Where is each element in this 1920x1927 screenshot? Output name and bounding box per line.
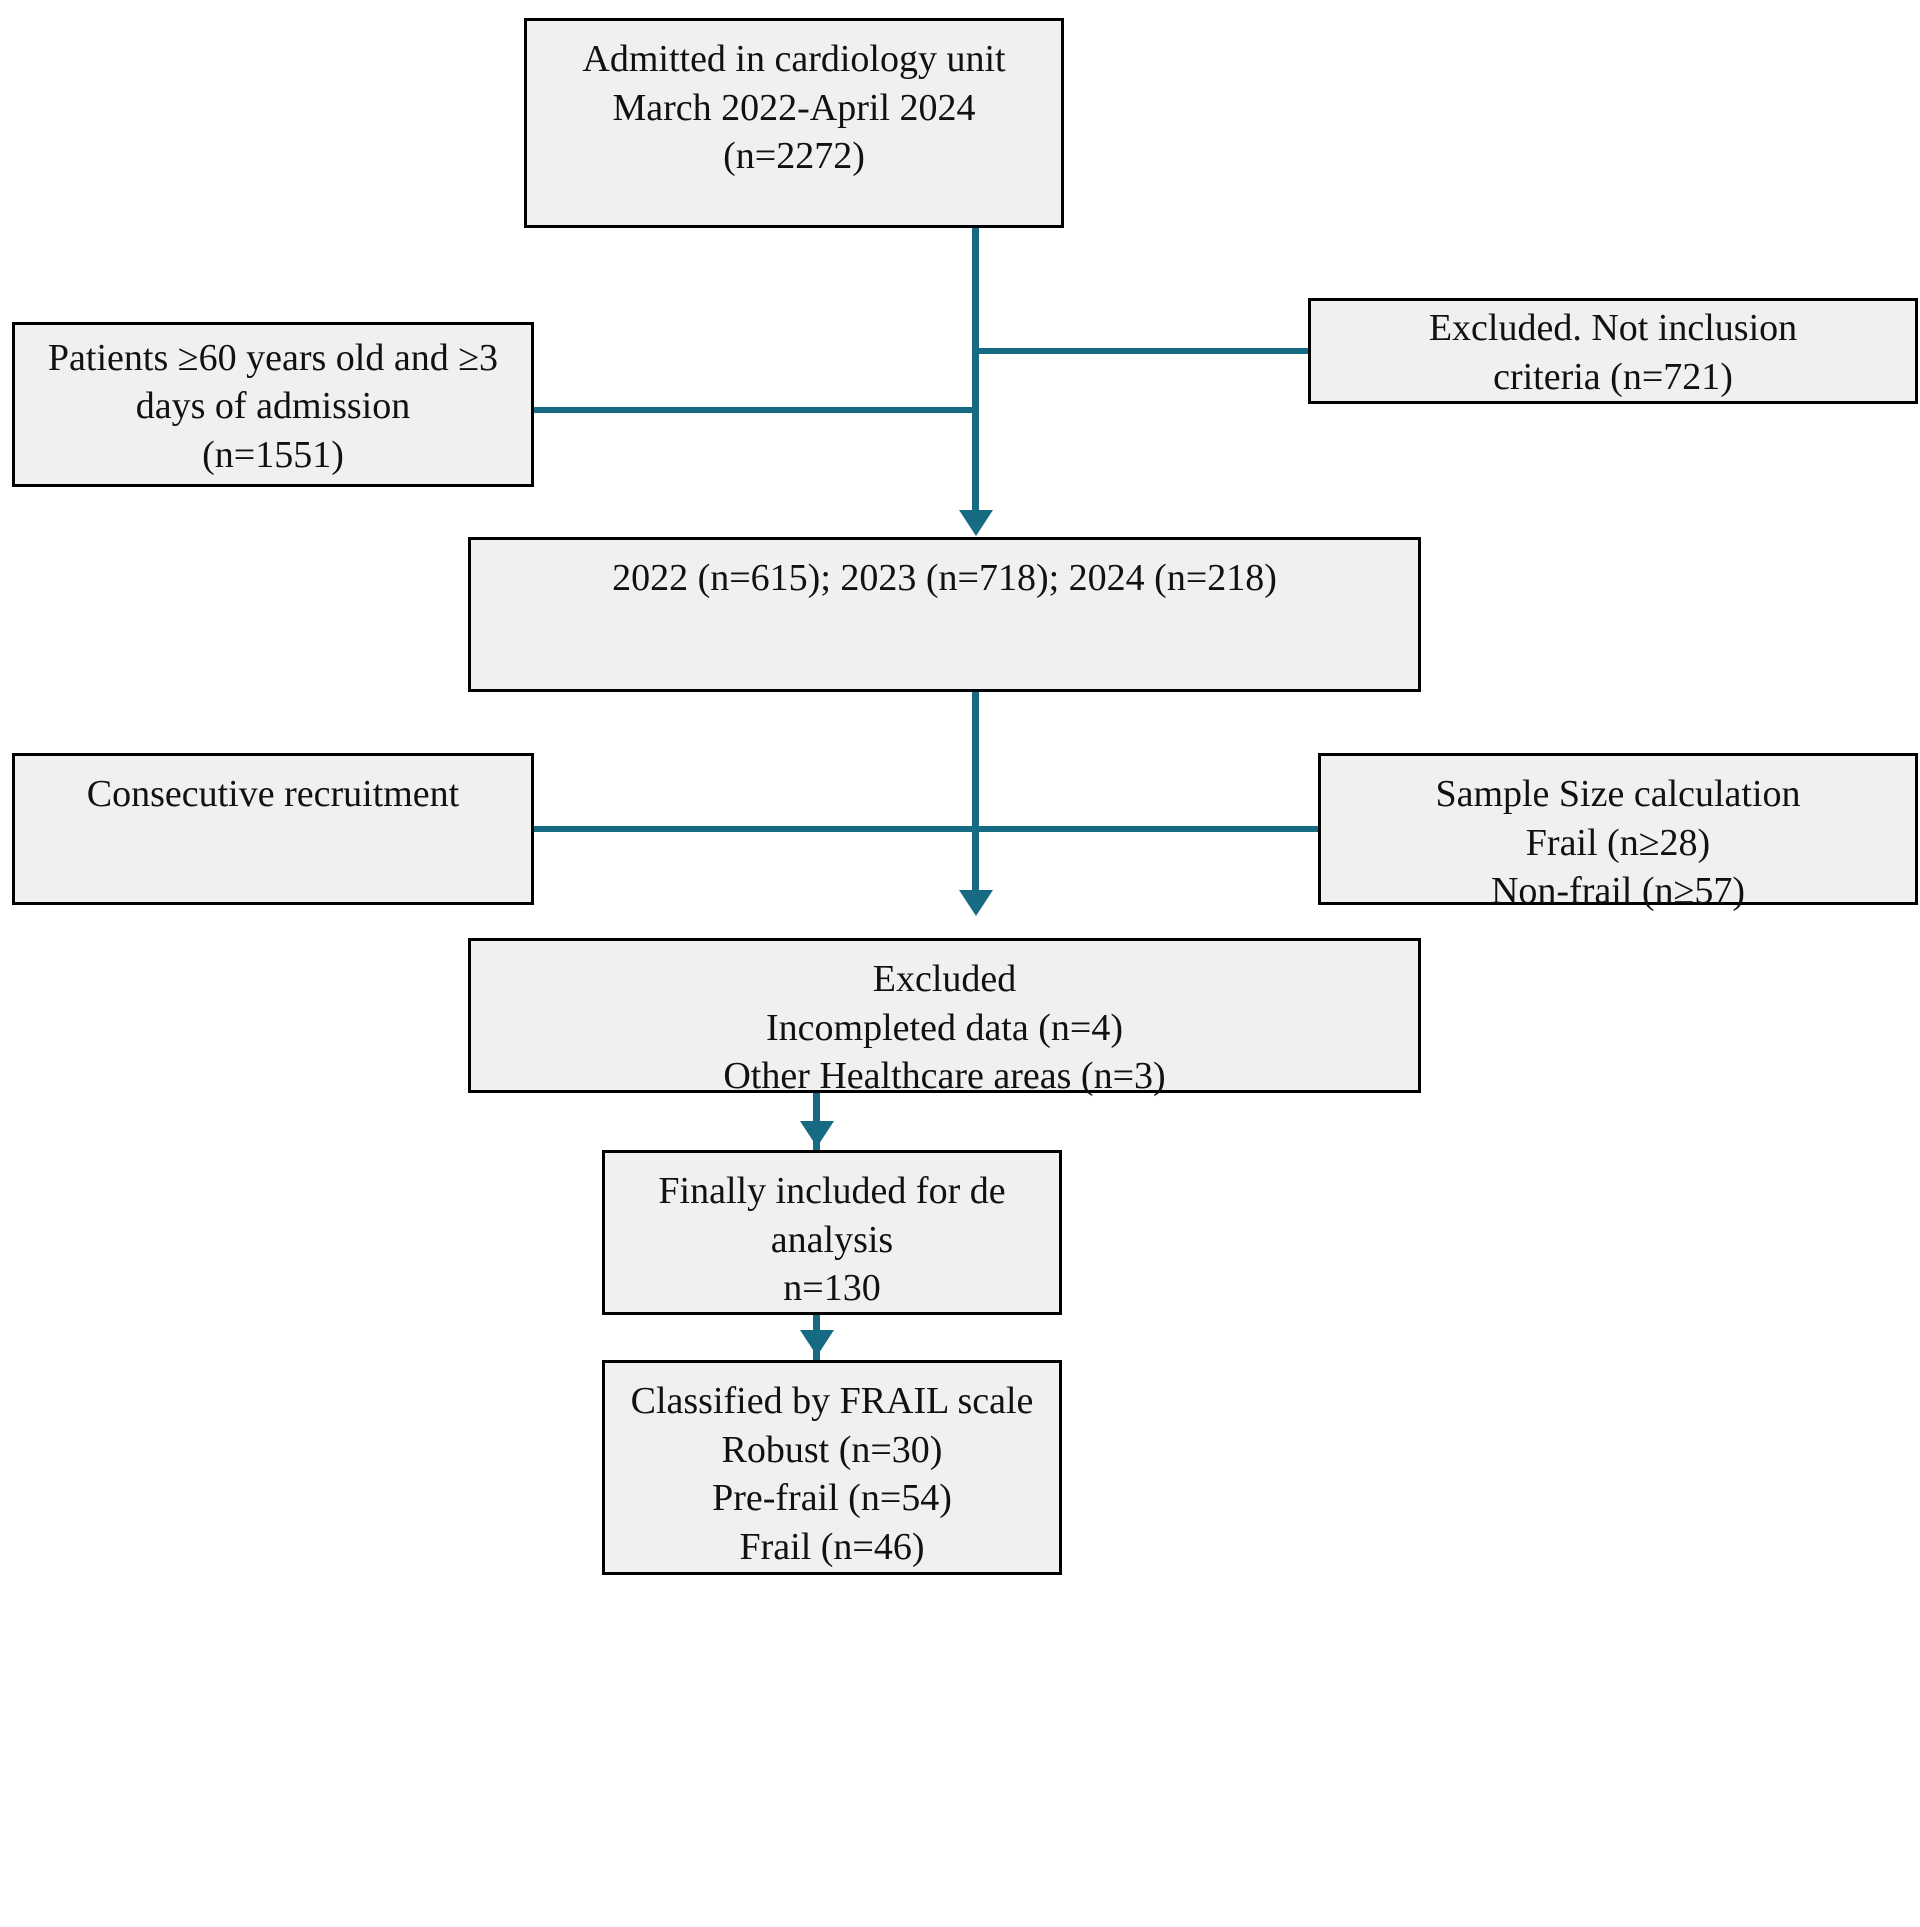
classified-line-1: Classified by FRAIL scale <box>630 1380 1034 1422</box>
eligible-patients-box: Patients ≥60 years old and ≥3 days of ad… <box>12 322 534 487</box>
connector-from-eligible-patients <box>533 407 979 413</box>
by-year-line-1: 2022 (n=615); 2023 (n=718); 2024 (n=218) <box>612 557 1277 599</box>
finally-included-box: Finally included for de analysis n=130 <box>602 1150 1062 1315</box>
eligible-line-2: days of admission <box>135 385 411 428</box>
included-line-1: Finally included for de <box>658 1170 1006 1212</box>
sample-size-line-3: Non-frail (n≥57) <box>1490 870 1746 913</box>
classified-line-2: Robust (n=30) <box>721 1428 943 1471</box>
excluded-criteria-line-1: Excluded. Not inclusion <box>1428 307 1798 350</box>
arrowhead-to-included <box>800 1121 834 1147</box>
admitted-line-3: (n=2272) <box>723 135 865 178</box>
arrowhead-to-years <box>959 510 993 536</box>
admitted-line-2: March 2022-April 2024 <box>612 86 976 129</box>
excluded-data-line-1: Excluded <box>872 958 1017 1000</box>
connector-admitted-to-years <box>972 228 979 528</box>
eligible-line-3: (n=1551) <box>202 433 344 476</box>
excluded-data-box: Excluded Incompleted data (n=4) Other He… <box>468 938 1421 1097</box>
consecutive-recruitment-box: Consecutive recruitment <box>12 753 534 905</box>
arrowhead-to-classified <box>800 1330 834 1356</box>
excluded-data-line-2: Incompleted data (n=4) <box>766 1006 1123 1049</box>
admitted-line-1: Admitted in cardiology unit <box>582 38 1006 80</box>
arrowhead-to-excluded-data <box>959 890 993 916</box>
sample-size-calculation-box: Sample Size calculation Frail (n≥28) Non… <box>1318 753 1918 912</box>
recruitment-line-1: Consecutive recruitment <box>86 773 460 815</box>
included-line-3: n=130 <box>783 1267 881 1310</box>
excluded-criteria-line-2: criteria (n=721) <box>1493 356 1733 398</box>
connector-to-excluded-criteria <box>972 348 1310 354</box>
classified-line-3: Pre-frail (n=54) <box>712 1477 952 1520</box>
sample-size-line-2: Frail (n≥28) <box>1525 821 1711 864</box>
by-year-box: 2022 (n=615); 2023 (n=718); 2024 (n=218) <box>468 537 1421 692</box>
excluded-not-inclusion-criteria-box: Excluded. Not inclusion criteria (n=721) <box>1308 298 1918 404</box>
classified-line-4: Frail (n=46) <box>739 1525 925 1568</box>
excluded-data-line-3: Other Healthcare areas (n=3) <box>723 1055 1166 1098</box>
connector-years-to-excluded-data <box>972 692 979 907</box>
eligible-line-1: Patients ≥60 years old and ≥3 <box>47 336 499 379</box>
connector-recruitment-to-sample-size <box>533 826 1320 832</box>
included-line-2: analysis <box>770 1218 894 1261</box>
admitted-box: Admitted in cardiology unit March 2022-A… <box>524 18 1064 228</box>
classified-frail-scale-box: Classified by FRAIL scale Robust (n=30) … <box>602 1360 1062 1575</box>
sample-size-line-1: Sample Size calculation <box>1435 773 1801 815</box>
